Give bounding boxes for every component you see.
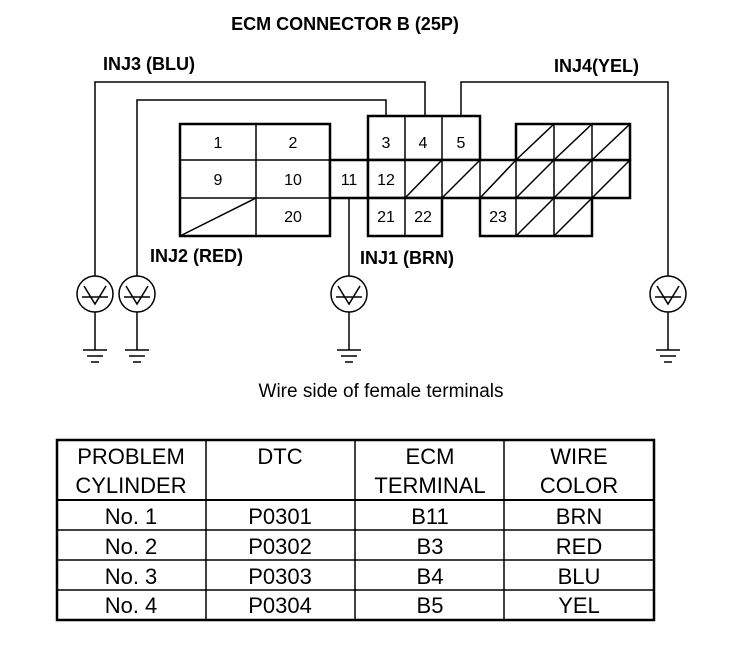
injector-inj1-icon <box>330 275 368 363</box>
table-row: No. 1 P0301 B11 BRN <box>105 504 603 529</box>
header-problem-2: CYLINDER <box>75 473 186 498</box>
pin-11: 11 <box>341 172 358 189</box>
injector-inj4-icon <box>649 275 687 363</box>
table-cell: No. 3 <box>105 564 158 589</box>
pin-3: 3 <box>382 135 391 152</box>
header-wire-1: WIRE <box>550 444 607 469</box>
label-inj4: INJ4(YEL) <box>554 56 639 76</box>
table-row: No. 4 P0304 B5 YEL <box>105 593 600 618</box>
ecm-connector: 1 2 3 4 5 9 10 11 12 20 21 22 23 <box>178 114 632 238</box>
table-row: No. 2 P0302 B3 RED <box>105 534 603 559</box>
pin-21: 21 <box>377 209 395 226</box>
table-cell: No. 2 <box>105 534 158 559</box>
pin-4: 4 <box>419 135 428 152</box>
pin-10: 10 <box>284 172 302 189</box>
pin-12: 12 <box>377 172 395 189</box>
table-cell: P0302 <box>248 534 312 559</box>
injector-symbols <box>76 275 687 363</box>
header-ecm-2: TERMINAL <box>374 473 485 498</box>
table-cell: B5 <box>417 593 444 618</box>
table-cell: No. 4 <box>105 593 158 618</box>
header-wire-2: COLOR <box>540 473 618 498</box>
pin-23: 23 <box>489 209 507 226</box>
label-inj1: INJ1 (BRN) <box>360 248 454 268</box>
pin-1: 1 <box>214 135 223 152</box>
wires <box>94 81 669 276</box>
table-cell: B3 <box>417 534 444 559</box>
table-cell: P0304 <box>248 593 312 618</box>
wire-inj3 <box>94 81 426 276</box>
table-cell: B4 <box>417 564 444 589</box>
table-cell: RED <box>556 534 602 559</box>
header-ecm-1: ECM <box>406 444 455 469</box>
dtc-table: PROBLEM CYLINDER DTC ECM TERMINAL WIRE C… <box>55 438 656 622</box>
table-cell: YEL <box>558 593 600 618</box>
wire-inj4 <box>460 81 669 276</box>
header-problem-1: PROBLEM <box>77 444 185 469</box>
table-cell: B11 <box>411 504 449 529</box>
label-inj3: INJ3 (BLU) <box>103 54 195 74</box>
diagram-caption: Wire side of female terminals <box>259 381 504 402</box>
pin-5: 5 <box>457 135 466 152</box>
label-inj2: INJ2 (RED) <box>150 246 243 266</box>
pin-20: 20 <box>284 209 302 226</box>
table-cell: P0301 <box>248 504 312 529</box>
pin-22: 22 <box>414 209 432 226</box>
pin-9: 9 <box>214 172 223 189</box>
injector-inj2-icon <box>118 275 156 363</box>
table-cell: No. 1 <box>105 504 158 529</box>
table-cell: P0303 <box>248 564 312 589</box>
pin-2: 2 <box>289 135 298 152</box>
diagram-title: ECM CONNECTOR B (25P) <box>231 14 459 34</box>
table-row: No. 3 P0303 B4 BLU <box>105 564 601 589</box>
table-header: PROBLEM CYLINDER DTC ECM TERMINAL WIRE C… <box>75 444 618 498</box>
wire-inj2 <box>136 99 387 276</box>
injector-inj3-icon <box>76 275 114 363</box>
table-cell: BRN <box>556 504 602 529</box>
header-dtc-1: DTC <box>257 444 302 469</box>
table-cell: BLU <box>558 564 601 589</box>
pin-labels: 1 2 3 4 5 9 10 11 12 20 21 22 23 <box>214 135 507 226</box>
